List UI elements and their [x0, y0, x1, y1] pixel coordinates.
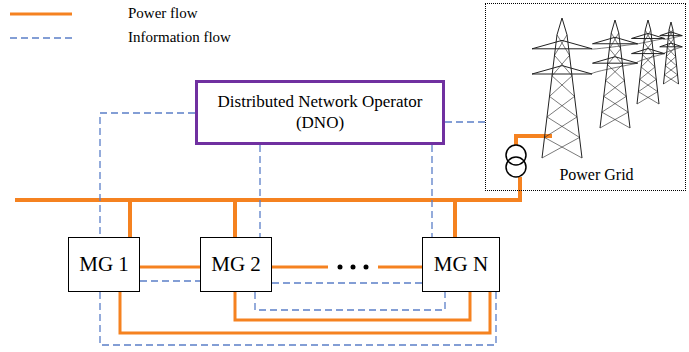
- tower-bracing: [600, 33, 630, 128]
- ellipsis-gap: [328, 261, 378, 273]
- microgrid-box: MG N: [422, 237, 500, 292]
- tower-bracing: [637, 30, 659, 104]
- power-line-wire: [664, 47, 683, 54]
- microgrid-box: MG 2: [200, 237, 272, 292]
- tower-legs: [542, 18, 582, 158]
- legend-sample: [10, 37, 72, 39]
- tower-crossarm: [660, 43, 683, 47]
- tower-legs: [600, 20, 630, 128]
- operator-label: Distributed Network Operator (DNO): [198, 92, 442, 133]
- power-line-wire: [637, 38, 665, 44]
- transmission-towers: [532, 18, 682, 158]
- tower-crossarm: [532, 66, 592, 74]
- information-flow-line: [272, 282, 422, 283]
- power-line-wire: [592, 63, 638, 74]
- bus-drop: [453, 200, 457, 237]
- microgrid-box: MG 1: [68, 237, 140, 292]
- ellipsis-dot: [364, 265, 369, 270]
- information-flow-line: [259, 145, 260, 237]
- information-flow-line: [431, 145, 432, 237]
- transformer-winding: [506, 157, 526, 177]
- power-line-wire: [664, 36, 683, 40]
- tower: [593, 20, 638, 128]
- tower-bracing: [542, 35, 582, 158]
- power-flow-line: [235, 292, 470, 320]
- bus-drop: [233, 200, 237, 237]
- transformer-symbol: [506, 145, 526, 177]
- tower: [532, 18, 592, 158]
- information-flow-line: [140, 280, 200, 281]
- power-bus: [15, 136, 552, 237]
- bus-line: [15, 177, 520, 200]
- tower-legs: [637, 20, 659, 104]
- microgrid-label: MG N: [434, 252, 488, 277]
- tower-crossarm: [532, 40, 592, 48]
- grid-feed: [516, 136, 552, 145]
- tower-crossarm: [593, 37, 638, 43]
- ellipsis-dot: [351, 265, 356, 270]
- microgrid-label: MG 2: [211, 252, 261, 277]
- power-flow-line: [120, 292, 490, 333]
- ellipsis-dot: [338, 265, 343, 270]
- legend-text: Information flow: [128, 29, 231, 46]
- information-flow-line: [100, 292, 496, 345]
- tower-crossarm: [660, 32, 683, 36]
- bus-drop: [128, 200, 132, 237]
- tower: [660, 22, 683, 84]
- power-flow-line: [140, 266, 200, 269]
- operator-box: Distributed Network Operator (DNO): [195, 80, 445, 145]
- information-flow-line: [100, 113, 195, 237]
- microgrid-label: MG 1: [79, 252, 129, 277]
- power-line-wire: [592, 44, 638, 49]
- tower-crossarm: [632, 49, 665, 54]
- power-line-wire: [637, 54, 665, 64]
- legend-sample: [10, 13, 72, 16]
- tower-bracing: [664, 29, 679, 84]
- tower-crossarm: [593, 57, 638, 63]
- tower-crossarm: [632, 33, 665, 38]
- legend-text: Power flow: [128, 5, 198, 22]
- tower: [632, 20, 665, 104]
- power-grid-region: Power Grid: [485, 3, 686, 191]
- grid-label: Power Grid: [557, 165, 635, 184]
- information-flow-line: [255, 292, 445, 310]
- tower-legs: [664, 22, 679, 84]
- information-flow-line: [445, 121, 485, 122]
- transformer-winding: [506, 145, 526, 165]
